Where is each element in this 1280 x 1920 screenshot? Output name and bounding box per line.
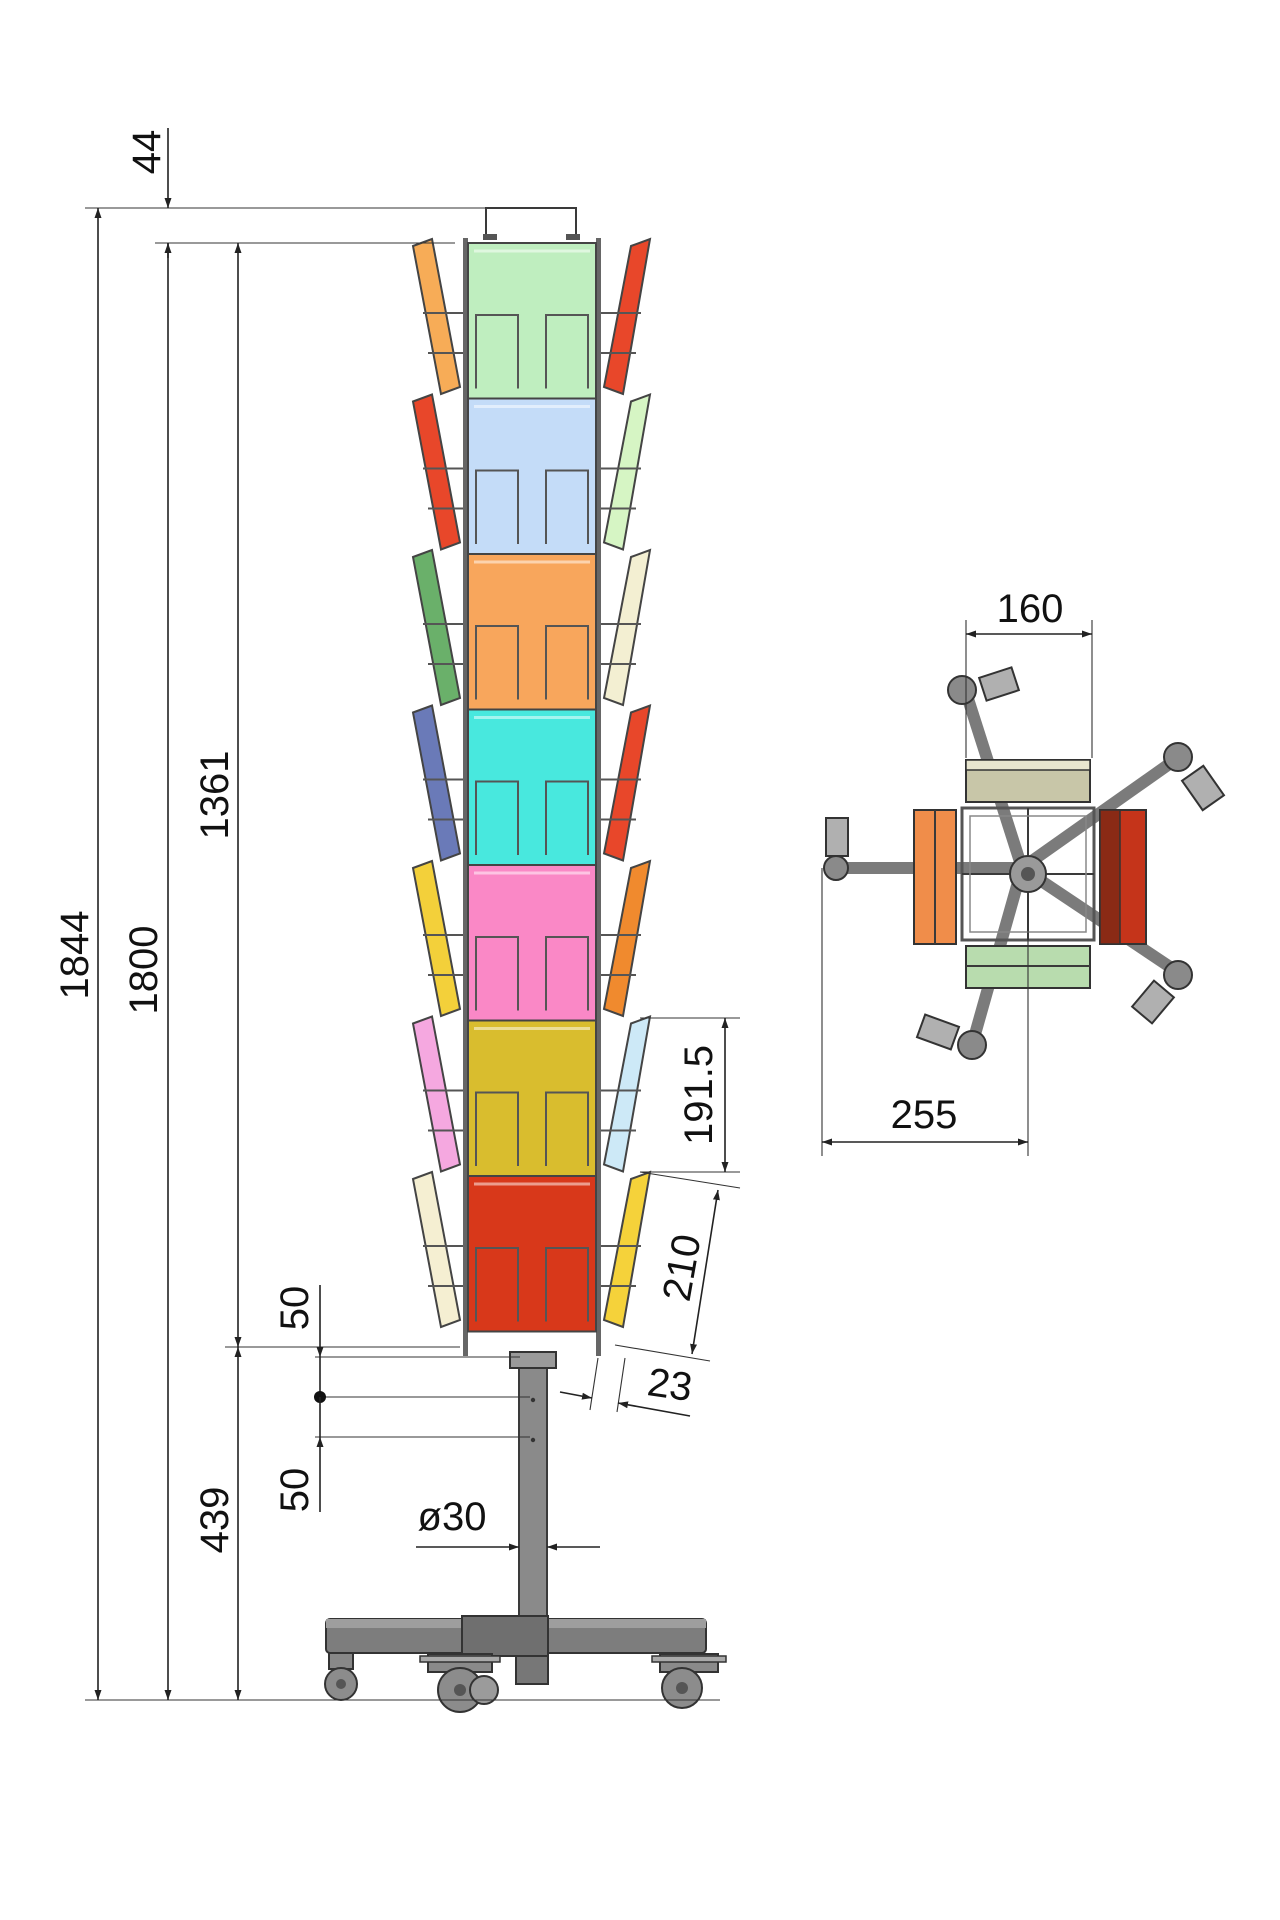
left-pocket-5 [411,859,463,1018]
dim-top-width: 160 [997,587,1064,631]
rack-module-7 [467,1175,597,1333]
carry-handle [485,207,577,238]
left-pocket-7 [411,1170,463,1329]
dim-pole-diameter: ø30 [418,1495,487,1539]
top-casters [823,666,1226,1060]
front-view [324,207,727,1713]
dim-pocket-depth: 23 [645,1360,695,1410]
right-pocket-3 [601,548,652,707]
left-frame-post [463,238,468,1356]
left-pocket-1 [411,237,463,396]
rack-module-2 [467,397,597,555]
dim-adjust-upper: 50 [273,1286,317,1331]
caster-left [324,1652,358,1701]
left-pocket-4 [411,704,463,862]
rack-module-3 [467,553,597,711]
rack-module-6 [467,1019,597,1177]
caster-middle [419,1653,501,1713]
right-pocket-2 [601,392,652,551]
top-view [823,666,1226,1060]
rack-module-1 [467,242,597,400]
right-pocket-6 [601,1014,652,1173]
dim-pocket-pitch: 191.5 [677,1045,721,1145]
side-pockets [411,237,652,1329]
rack-modules [467,242,597,1333]
dim-rack-height: 1361 [193,751,237,840]
top-dimensions: 160 255 [821,587,1093,1156]
dim-top-reach: 255 [891,1093,958,1137]
dim-top-clearance: 44 [125,130,169,175]
right-pocket-7 [601,1170,652,1329]
dim-adjust-lower: 50 [273,1468,317,1513]
left-pocket-6 [411,1015,463,1173]
left-pocket-3 [411,548,463,707]
rack-module-5 [467,864,597,1022]
right-frame-post [596,238,601,1356]
dim-base-height: 439 [193,1487,237,1554]
dim-overall-height: 1844 [53,911,97,1000]
right-pocket-1 [601,237,652,396]
right-pocket-4 [601,703,652,862]
pole-collar [509,1351,557,1369]
dim-frame-height: 1800 [122,926,166,1015]
front-dimensions: 44 1844 1800 1361 439 50 50 ø30 191.5 [53,128,741,1701]
rack-module-4 [467,708,597,866]
left-pocket-2 [411,393,463,551]
caster-right [651,1653,727,1709]
right-pocket-5 [601,859,652,1018]
